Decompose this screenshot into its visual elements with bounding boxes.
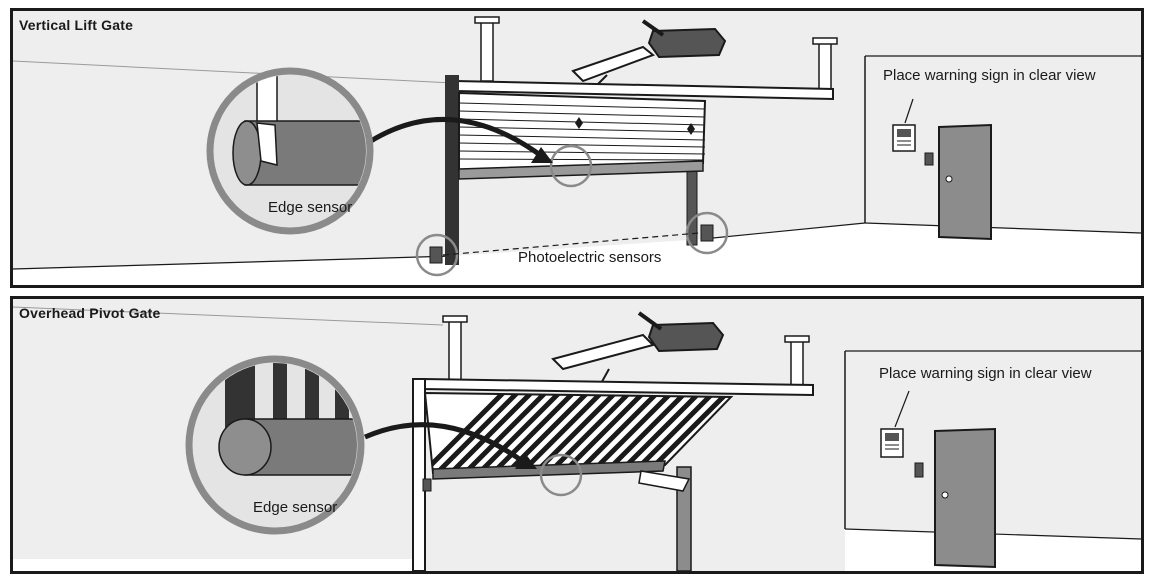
overhead-pivot-gate-illustration [13,299,1141,571]
photoelectric-sensors-label: Photoelectric sensors [518,249,662,266]
vertical-lift-gate-title: Vertical Lift Gate [19,17,134,33]
overhead-pivot-gate-title: Overhead Pivot Gate [19,305,161,321]
vertical-lift-gate-illustration [13,11,1141,285]
edge-sensor-label: Edge sensor [268,199,353,216]
overhead-pivot-gate-panel: Overhead Pivot Gate Edge sensor Place wa… [10,296,1144,574]
warning-sign-label: Place warning sign in clear view [883,67,1096,84]
edge-sensor-label: Edge sensor [253,499,338,516]
warning-sign-label: Place warning sign in clear view [879,365,1092,382]
vertical-lift-gate-panel: Vertical Lift Gate Edge sensor Photoelec… [10,8,1144,288]
